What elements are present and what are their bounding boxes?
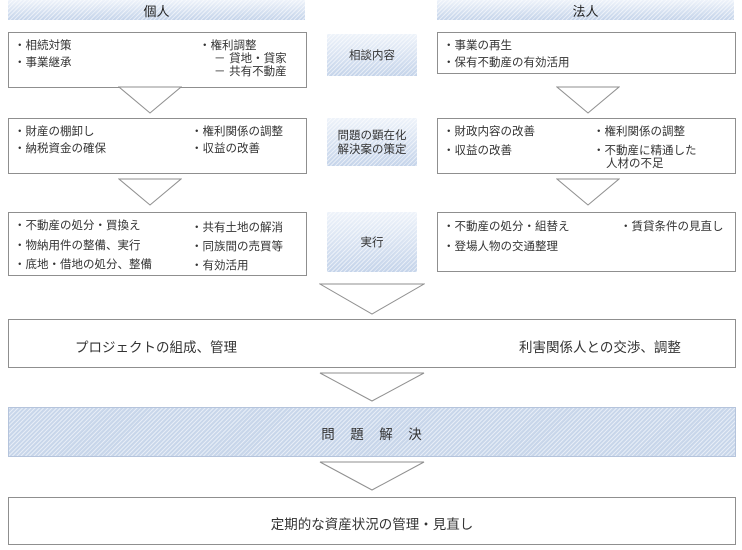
problem-item: ・収益の改善 xyxy=(443,143,512,157)
consult-subitem: － 貸地・貸家 xyxy=(214,51,287,65)
stage-consult-label: 相談内容 xyxy=(349,48,395,62)
problem-item: ・権利関係の調整 xyxy=(191,124,283,138)
down-arrow-icon xyxy=(556,86,620,114)
execute-item: ・不動産の処分・組替え xyxy=(443,219,570,233)
corporate-consult-box: ・事業の再生 ・保有不動産の有効活用 xyxy=(437,32,736,74)
problem-item: ・不動産に精通した xyxy=(593,143,697,157)
consult-item: ・相続対策 xyxy=(14,38,72,52)
consult-subitem: － 共有不動産 xyxy=(214,64,287,78)
project-left-label: プロジェクトの組成、管理 xyxy=(75,340,237,356)
consult-item: ・事業継承 xyxy=(14,55,72,69)
problem-item: ・納税資金の確保 xyxy=(14,141,106,155)
stage-execute-label: 実行 xyxy=(360,235,384,249)
execute-item: ・賃貸条件の見直し xyxy=(620,219,724,233)
down-arrow-icon xyxy=(556,178,620,206)
execute-item: ・同族間の売買等 xyxy=(191,239,283,253)
header-individual: 個人 xyxy=(8,0,305,20)
consult-item: ・保有不動産の有効活用 xyxy=(443,55,570,69)
execute-item: ・不動産の処分・買換え xyxy=(14,218,141,232)
corporate-execute-box: ・不動産の処分・組替え ・登場人物の交通整理 ・賃貸条件の見直し xyxy=(437,212,736,272)
problem-item: ・収益の改善 xyxy=(191,141,260,155)
stage-problem-line: 解決案の策定 xyxy=(337,142,407,156)
down-arrow-icon xyxy=(319,461,425,491)
project-box: プロジェクトの組成、管理 利害関係人との交渉、調整 xyxy=(8,319,736,368)
problem-item: ・財産の棚卸し xyxy=(14,124,95,138)
individual-problem-box: ・財産の棚卸し ・納税資金の確保 ・権利関係の調整 ・収益の改善 xyxy=(8,118,307,174)
header-corporate: 法人 xyxy=(437,0,734,20)
down-arrow-icon xyxy=(319,283,425,315)
execute-item: ・登場人物の交通整理 xyxy=(443,239,558,253)
problem-item: ・権利関係の調整 xyxy=(593,124,685,138)
individual-consult-box: ・相続対策 ・事業継承 ・権利調整 － 貸地・貸家 － 共有不動産 xyxy=(8,32,307,88)
problem-item-continued: 人材の不足 xyxy=(606,156,664,170)
header-individual-label: 個人 xyxy=(143,4,170,20)
problem-item: ・財政内容の改善 xyxy=(443,124,535,138)
stage-problem-label: 問題の顕在化 解決案の策定 xyxy=(338,128,407,156)
individual-execute-box: ・不動産の処分・買換え ・物納用件の整備、実行 ・底地・借地の処分、整備 ・共有… xyxy=(8,212,307,276)
execute-item: ・有効活用 xyxy=(191,258,249,272)
down-arrow-icon xyxy=(118,178,182,206)
project-right-label: 利害関係人との交渉、調整 xyxy=(519,340,681,356)
solve-box: 問 題 解 決 xyxy=(8,407,736,457)
execute-item: ・底地・借地の処分、整備 xyxy=(14,257,152,271)
stage-problem-line: 問題の顕在化 xyxy=(337,128,407,142)
stage-execute: 実行 xyxy=(327,212,417,272)
corporate-problem-box: ・財政内容の改善 ・収益の改善 ・権利関係の調整 ・不動産に精通した 人材の不足 xyxy=(437,118,736,174)
solve-label: 問 題 解 決 xyxy=(321,427,423,443)
stage-problem: 問題の顕在化 解決案の策定 xyxy=(327,118,417,166)
consult-item: ・権利調整 xyxy=(199,38,257,52)
execute-item: ・物納用件の整備、実行 xyxy=(14,238,141,252)
down-arrow-icon xyxy=(319,372,425,402)
header-corporate-label: 法人 xyxy=(572,4,599,20)
down-arrow-icon xyxy=(118,86,182,114)
review-box: 定期的な資産状況の管理・見直し xyxy=(8,497,736,545)
stage-consult: 相談内容 xyxy=(327,34,417,76)
review-label: 定期的な資産状況の管理・見直し xyxy=(270,517,474,533)
execute-item: ・共有土地の解消 xyxy=(191,220,283,234)
consult-item: ・事業の再生 xyxy=(443,38,512,52)
